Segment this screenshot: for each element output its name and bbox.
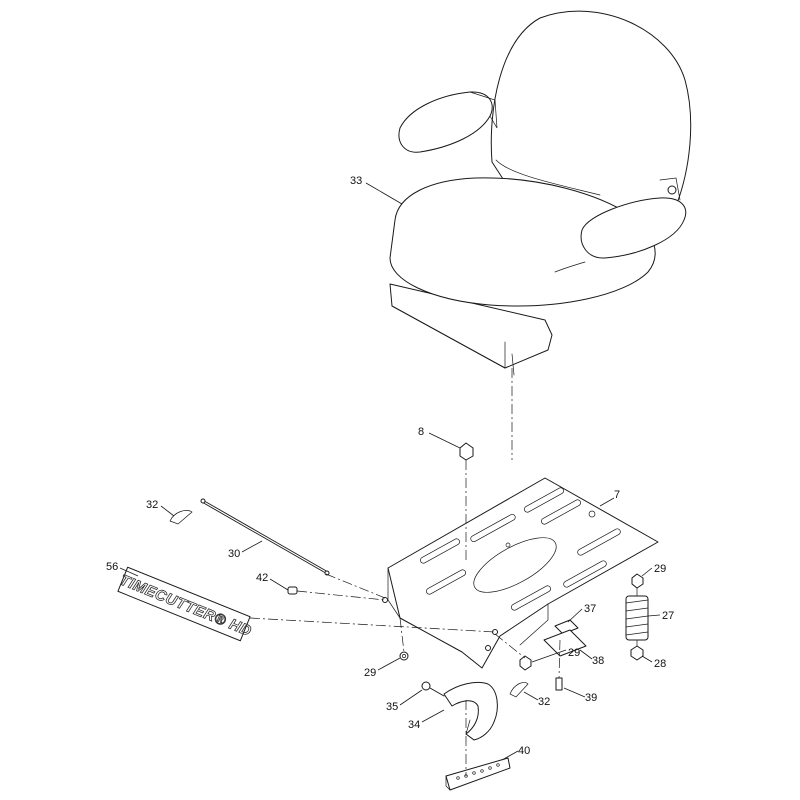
callout-34: 34 (408, 719, 420, 731)
bolt-8 (459, 442, 474, 461)
callout-39: 39 (585, 692, 597, 704)
callout-29-middle: 29 (568, 647, 580, 659)
callout-28: 28 (654, 658, 666, 670)
latch-rod (200, 498, 330, 576)
hardware (287, 442, 649, 791)
leader-lines (119, 182, 661, 761)
callout-42: 42 (256, 572, 268, 584)
callout-37: 37 (584, 603, 596, 615)
callout-35: 35 (386, 701, 398, 713)
callout-40: 40 (518, 745, 530, 757)
callout-56: 56 (106, 561, 118, 573)
callout-29-right: 29 (654, 563, 666, 575)
seat-assembly (389, 10, 692, 376)
decal-logo: TIMECUTTER® HD (117, 566, 254, 642)
seat-armrest-right (580, 197, 687, 259)
callout-8: 8 (418, 426, 424, 438)
callout-30: 30 (228, 548, 240, 560)
seat-cushion (389, 177, 656, 307)
callout-38: 38 (592, 655, 604, 667)
callout-27: 27 (662, 610, 674, 622)
mounting-bracket (445, 757, 511, 791)
latch-handle (443, 681, 498, 741)
seat-armrest-left (398, 91, 493, 153)
assembly-centerlines (249, 368, 638, 776)
decal-logo-text: TIMECUTTER® HD (117, 572, 254, 640)
callout-32-upper: 32 (146, 499, 158, 511)
callout-32-lower: 32 (538, 696, 550, 708)
callout-7: 7 (614, 489, 620, 501)
hairpin-clip-upper (169, 510, 193, 525)
callout-labels: 33 8 7 32 30 56 42 29 27 37 29 38 28 29 … (106, 175, 674, 757)
callout-33: 33 (350, 175, 362, 187)
seat-mounting-plate (382, 477, 659, 669)
callout-29-left: 29 (364, 667, 376, 679)
